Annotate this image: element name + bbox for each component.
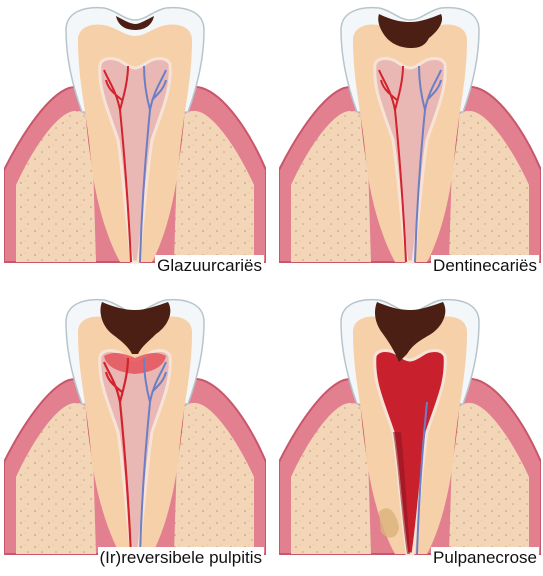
tooth-diagram-pulp-necrosis bbox=[279, 292, 541, 562]
caption-pulp-necrosis: Pulpanecrose bbox=[431, 547, 539, 569]
panel-dentin-caries: Dentinecariës bbox=[279, 0, 541, 270]
tooth-diagram-pulpitis bbox=[4, 292, 266, 562]
panel-pulp-necrosis: Pulpanecrose bbox=[279, 292, 541, 562]
tooth-diagram-enamel-caries bbox=[4, 0, 266, 270]
panel-pulpitis: (Ir)reversibele pulpitis bbox=[4, 292, 266, 562]
tooth-diagram-dentin-caries bbox=[279, 0, 541, 270]
caption-enamel-caries: Glazuurcariës bbox=[155, 255, 264, 277]
caption-dentin-caries: Dentinecariës bbox=[431, 255, 539, 277]
panel-enamel-caries: Glazuurcariës bbox=[4, 0, 266, 270]
caption-pulpitis: (Ir)reversibele pulpitis bbox=[98, 547, 265, 569]
